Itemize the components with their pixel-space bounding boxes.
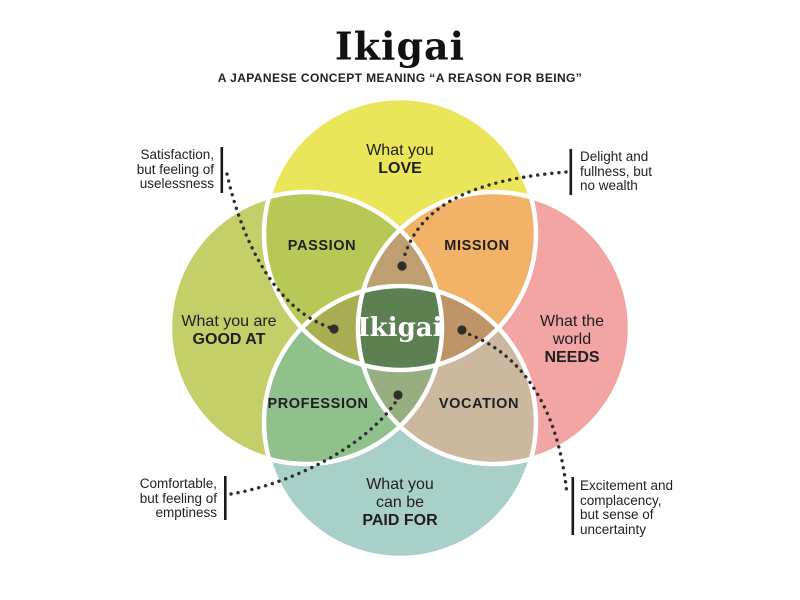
connector-dot-right-petal — [457, 325, 467, 335]
annotation-top-left-line1: Satisfaction, — [140, 147, 214, 162]
connector-dot-top-petal — [397, 261, 407, 271]
label-needs-line1: What the — [539, 313, 605, 330]
label-mission: MISSION — [444, 238, 510, 254]
connector-dot-left-petal — [329, 324, 339, 334]
page-subtitle: A JAPANESE CONCEPT MEANING “A REASON FOR… — [217, 71, 583, 85]
label-good-at-line1: What you are — [181, 313, 277, 330]
label-paid-for-line3: PAID FOR — [362, 512, 438, 529]
outline-paid-for — [261, 283, 539, 561]
annotation-bottom-right-line2: complacency, — [580, 492, 662, 508]
annotation-bar-bottom-left — [224, 476, 227, 520]
annotation-bottom-right-line1: Excitement and — [580, 478, 674, 493]
annotation-top-right-line2: fullness, but — [580, 163, 653, 179]
label-love: What you LOVE — [366, 142, 434, 178]
dotted-connector-bottom-left — [229, 398, 399, 496]
label-profession: PROFESSION — [267, 396, 369, 412]
outline-love — [261, 95, 539, 373]
connector-dot-bottom-petal — [393, 390, 403, 400]
label-good-at-line2: GOOD AT — [192, 331, 266, 348]
label-good-at: What you are GOOD AT — [181, 313, 276, 349]
page-title: Ikigai — [334, 23, 466, 69]
annotation-bottom-left-line1: Comfortable, — [139, 476, 217, 491]
label-paid-for: What you can be PAID FOR — [362, 476, 437, 530]
annotation-top-left-line2: but feeling of — [136, 161, 214, 177]
label-paid-for-line2: can be — [375, 494, 425, 511]
region-petal-bottom — [358, 286, 442, 464]
annotation-bottom-right-line3: but sense of — [580, 507, 654, 523]
annotation-bottom-left: Comfortable, but feeling of emptiness — [139, 476, 217, 521]
outline-good-at — [167, 189, 445, 467]
label-passion: PASSION — [287, 238, 357, 254]
label-needs: What the world NEEDS — [540, 313, 604, 367]
annotation-bottom-right: Excitement and complacency, but sense of… — [580, 478, 674, 537]
label-center-ikigai: Ikigai — [357, 313, 443, 343]
annotation-top-right: Delight and fullness, but no wealth — [580, 149, 653, 194]
annotation-bar-top-right — [569, 149, 573, 195]
annotation-bottom-right-line4: uncertainty — [580, 521, 647, 537]
annotation-top-left-line3: uselessness — [139, 176, 214, 192]
annotation-bar-bottom-right — [571, 477, 575, 535]
outline-needs — [355, 189, 633, 467]
label-paid-for-line1: What you — [366, 476, 434, 493]
label-love-line2: LOVE — [378, 160, 422, 177]
label-needs-line2: world — [552, 331, 592, 348]
dotted-connector-bottom-right — [461, 330, 569, 497]
label-love-line1: What you — [366, 142, 434, 159]
annotation-bottom-left-line2: but feeling of — [139, 490, 217, 506]
annotation-top-right-line3: no wealth — [580, 178, 638, 194]
label-needs-line3: NEEDS — [544, 349, 600, 366]
annotation-top-right-line1: Delight and — [580, 149, 649, 164]
annotation-bottom-left-line3: emptiness — [155, 505, 217, 521]
annotation-top-left: Satisfaction, but feeling of uselessness — [136, 147, 214, 192]
label-vocation: VOCATION — [438, 396, 520, 412]
annotation-bar-top-left — [220, 147, 224, 193]
